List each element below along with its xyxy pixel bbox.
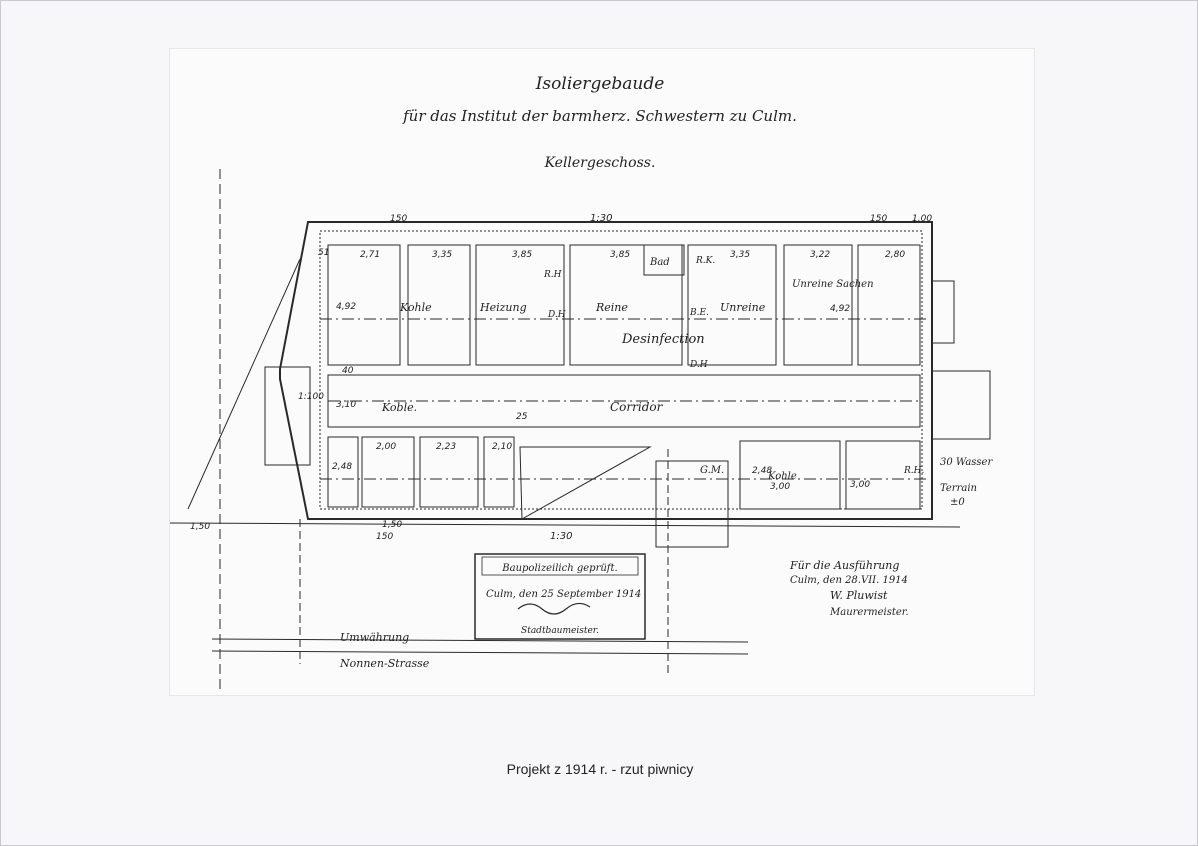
- image-caption: Projekt z 1914 r. - rzut piwnicy: [506, 761, 694, 777]
- room-sachen: [783, 244, 853, 366]
- signature-line3: W. Pluwist: [830, 589, 888, 602]
- dimension-label: 1,50: [382, 520, 402, 530]
- dimension-label: 1,00: [912, 214, 932, 224]
- dimension-label: 150: [870, 214, 887, 224]
- label-street-upper: Umwährung: [340, 631, 409, 644]
- label-dh1: D.H: [547, 310, 566, 320]
- label-rh-right: R.H.: [903, 466, 924, 476]
- building-outline: [279, 221, 933, 520]
- label-rh: R.H: [543, 270, 562, 280]
- stamp-header-box: [481, 556, 639, 576]
- dimension-label: 3,22: [810, 250, 830, 260]
- label-bad: Bad: [649, 257, 670, 268]
- label-dh2: D.H: [689, 360, 708, 370]
- entrance-right: [931, 370, 991, 440]
- room-koble: [739, 440, 841, 510]
- drawing-subtitle: für das Institut der barmherz. Schwester…: [402, 107, 797, 125]
- stair-left: [264, 366, 311, 466]
- room-b4: [483, 436, 515, 508]
- drawing-sheet: Isoliergebaude für das Institut der barm…: [169, 48, 1035, 696]
- label-reine: Reine: [595, 301, 628, 314]
- dimension-label: 2,10: [492, 442, 512, 452]
- label-terrain: Terrain: [940, 483, 977, 494]
- stamp-line3: Stadtbaumeister.: [521, 626, 599, 636]
- signature-line1: Für die Ausführung: [789, 559, 899, 572]
- dimension-label: 2,48: [752, 466, 772, 476]
- dimension-label: 2,71: [360, 250, 380, 260]
- stamp-box: [474, 553, 646, 640]
- diagonal-boundary-line: [187, 258, 301, 510]
- dimension-label: 2,48: [332, 462, 352, 472]
- dimension-label: 40: [342, 366, 354, 376]
- chimney-right: [931, 280, 955, 344]
- room-kohle: [327, 244, 401, 366]
- ground-line: [170, 522, 961, 528]
- dimension-label: 51: [318, 248, 329, 258]
- inner-wall-line: [319, 230, 923, 510]
- label-unreine: Unreine: [720, 301, 766, 314]
- label-rk: R.K.: [695, 256, 715, 266]
- label-koble: Koble.: [381, 401, 417, 414]
- room-heizung: [475, 244, 565, 366]
- dimension-label: 150: [390, 214, 407, 224]
- label-desinfection: Desinfection: [621, 332, 705, 347]
- signature-line2: Culm, den 28.VII. 1914: [790, 575, 908, 586]
- label-be: B.E.: [689, 308, 709, 318]
- room-b1: [327, 436, 359, 508]
- label-wasser: 30 Wasser: [940, 457, 993, 468]
- yard-triangle: [519, 446, 652, 520]
- dimension-label: 1:100: [298, 392, 324, 402]
- room-b3: [419, 436, 479, 508]
- room-kohle-right: [845, 440, 921, 510]
- dimension-label: 3,10: [336, 400, 356, 410]
- dimension-label: 3,00: [850, 480, 870, 490]
- label-terrain-val: ±0: [950, 497, 965, 508]
- floor-plan-drawing: Isoliergebaude für das Institut der barm…: [170, 74, 993, 689]
- dimension-label: 3,85: [512, 250, 532, 260]
- label-corridor: Corridor: [610, 400, 664, 414]
- street-line-lower: [211, 650, 749, 655]
- signature-line4: Maurermeister.: [829, 607, 909, 618]
- label-gm: G.M.: [700, 465, 724, 476]
- label-scale-bottom: 1:30: [550, 531, 572, 542]
- dimension-label: 3,00: [770, 482, 790, 492]
- label-heizung: Heizung: [479, 301, 527, 314]
- label-kohle-right: Kohle: [767, 471, 797, 482]
- dimension-label: 2,23: [436, 442, 456, 452]
- room-reine: [569, 244, 683, 366]
- floor-label: Kellergeschoss.: [544, 155, 656, 171]
- dimension-label: 2,00: [376, 442, 396, 452]
- dimension-label: 25: [516, 412, 528, 422]
- dimension-label: 1,50: [190, 522, 210, 532]
- dimension-label: 3,35: [432, 250, 452, 260]
- label-kohle: Kohle: [399, 301, 432, 314]
- dimension-label: 150: [376, 532, 393, 542]
- label-unreine-sachen: Unreine Sachen: [792, 279, 874, 290]
- annex-gm: [655, 460, 729, 548]
- room-unreine: [687, 244, 777, 366]
- stamp-line1: Baupolizeilich geprüft.: [501, 563, 617, 574]
- dimension-label: 3,35: [730, 250, 750, 260]
- dimension-labels: 2,71 3,35 3,85 3,85 3,35 3,22 2,80 4,92 4,92 3,10…: [190, 214, 932, 542]
- drawing-title: Isoliergebaude: [535, 74, 665, 94]
- stamp-line2: Culm, den 25 September 1914: [486, 589, 641, 600]
- dimension-label: 3,85: [610, 250, 630, 260]
- label-scale-top: 1:30: [590, 213, 612, 224]
- dimension-label: 4,92: [830, 304, 850, 314]
- dimension-label: 2,80: [885, 250, 905, 260]
- room-b2: [361, 436, 415, 508]
- stamp-signature: [517, 602, 591, 615]
- room-2: [407, 244, 471, 366]
- room-bad: [643, 244, 685, 276]
- dimension-label: 4,92: [336, 302, 356, 312]
- street-line-upper: [211, 638, 749, 643]
- room-stair: [857, 244, 921, 366]
- label-street-lower: Nonnen-Strasse: [339, 657, 430, 670]
